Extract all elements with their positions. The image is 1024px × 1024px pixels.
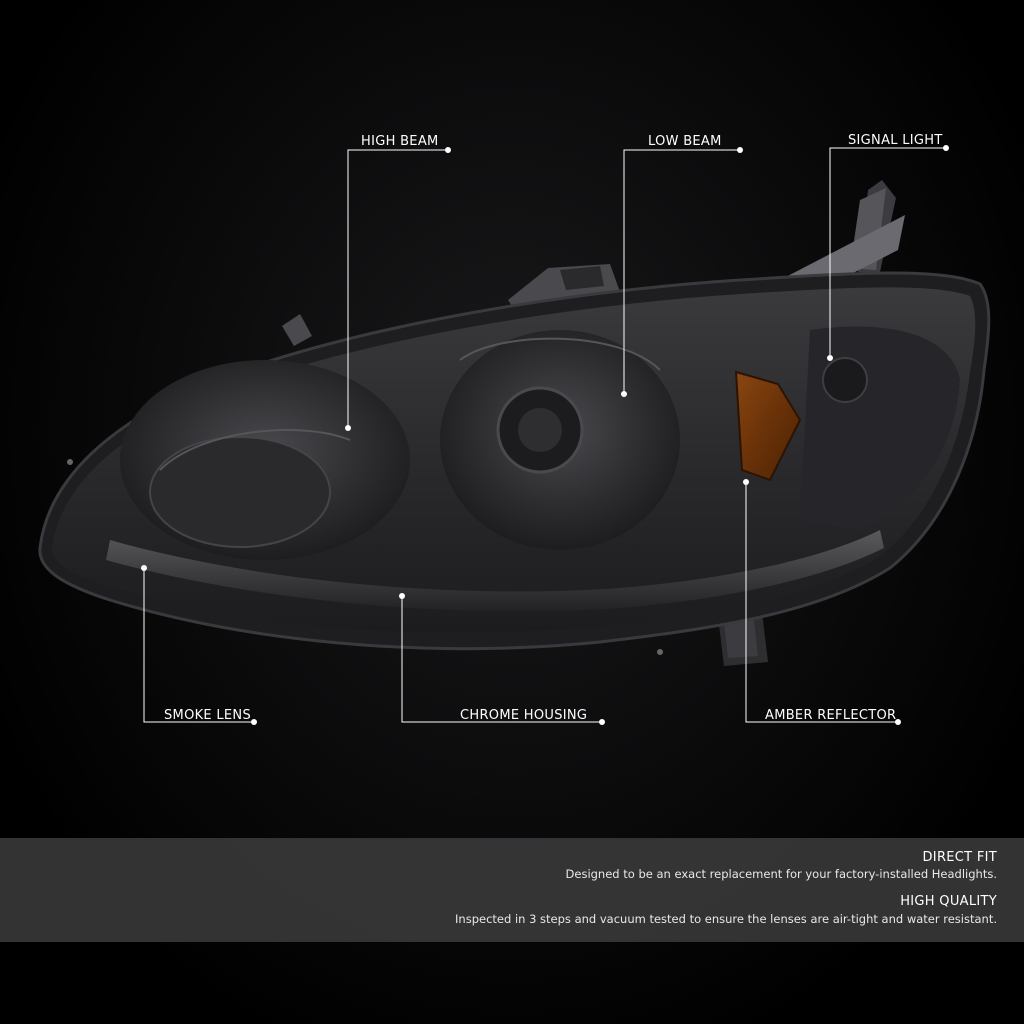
callout-high-beam: HIGH BEAM [361, 134, 439, 149]
lens-detail-dot [657, 649, 663, 655]
feature-info-bar: DIRECT FIT Designed to be an exact repla… [0, 838, 1024, 942]
amber-reflector-panel [734, 370, 802, 482]
signal-light-cavity [800, 326, 960, 530]
callout-smoke-lens: SMOKE LENS [164, 708, 252, 723]
callout-signal-light: SIGNAL LIGHT [848, 133, 943, 148]
callout-low-beam: LOW BEAM [648, 134, 722, 149]
callout-amber-reflector: AMBER REFLECTOR [765, 708, 897, 723]
mounting-bracket-top-right [780, 180, 905, 290]
feature-title-high-quality: HIGH QUALITY [900, 894, 997, 909]
feature-title-direct-fit: DIRECT FIT [922, 850, 997, 865]
chrome-housing-trim [106, 530, 884, 612]
mounting-tab-left [282, 314, 312, 346]
callout-lines [143, 147, 946, 723]
high-beam-reflector [120, 360, 410, 560]
low-beam-reflector [440, 330, 680, 550]
feature-desc-high-quality: Inspected in 3 steps and vacuum tested t… [455, 912, 997, 926]
callout-chrome-housing: CHROME HOUSING [460, 708, 588, 723]
callout-endpoints [141, 145, 949, 725]
lens-detail-dot [67, 459, 73, 465]
feature-desc-direct-fit: Designed to be an exact replacement for … [565, 867, 997, 881]
